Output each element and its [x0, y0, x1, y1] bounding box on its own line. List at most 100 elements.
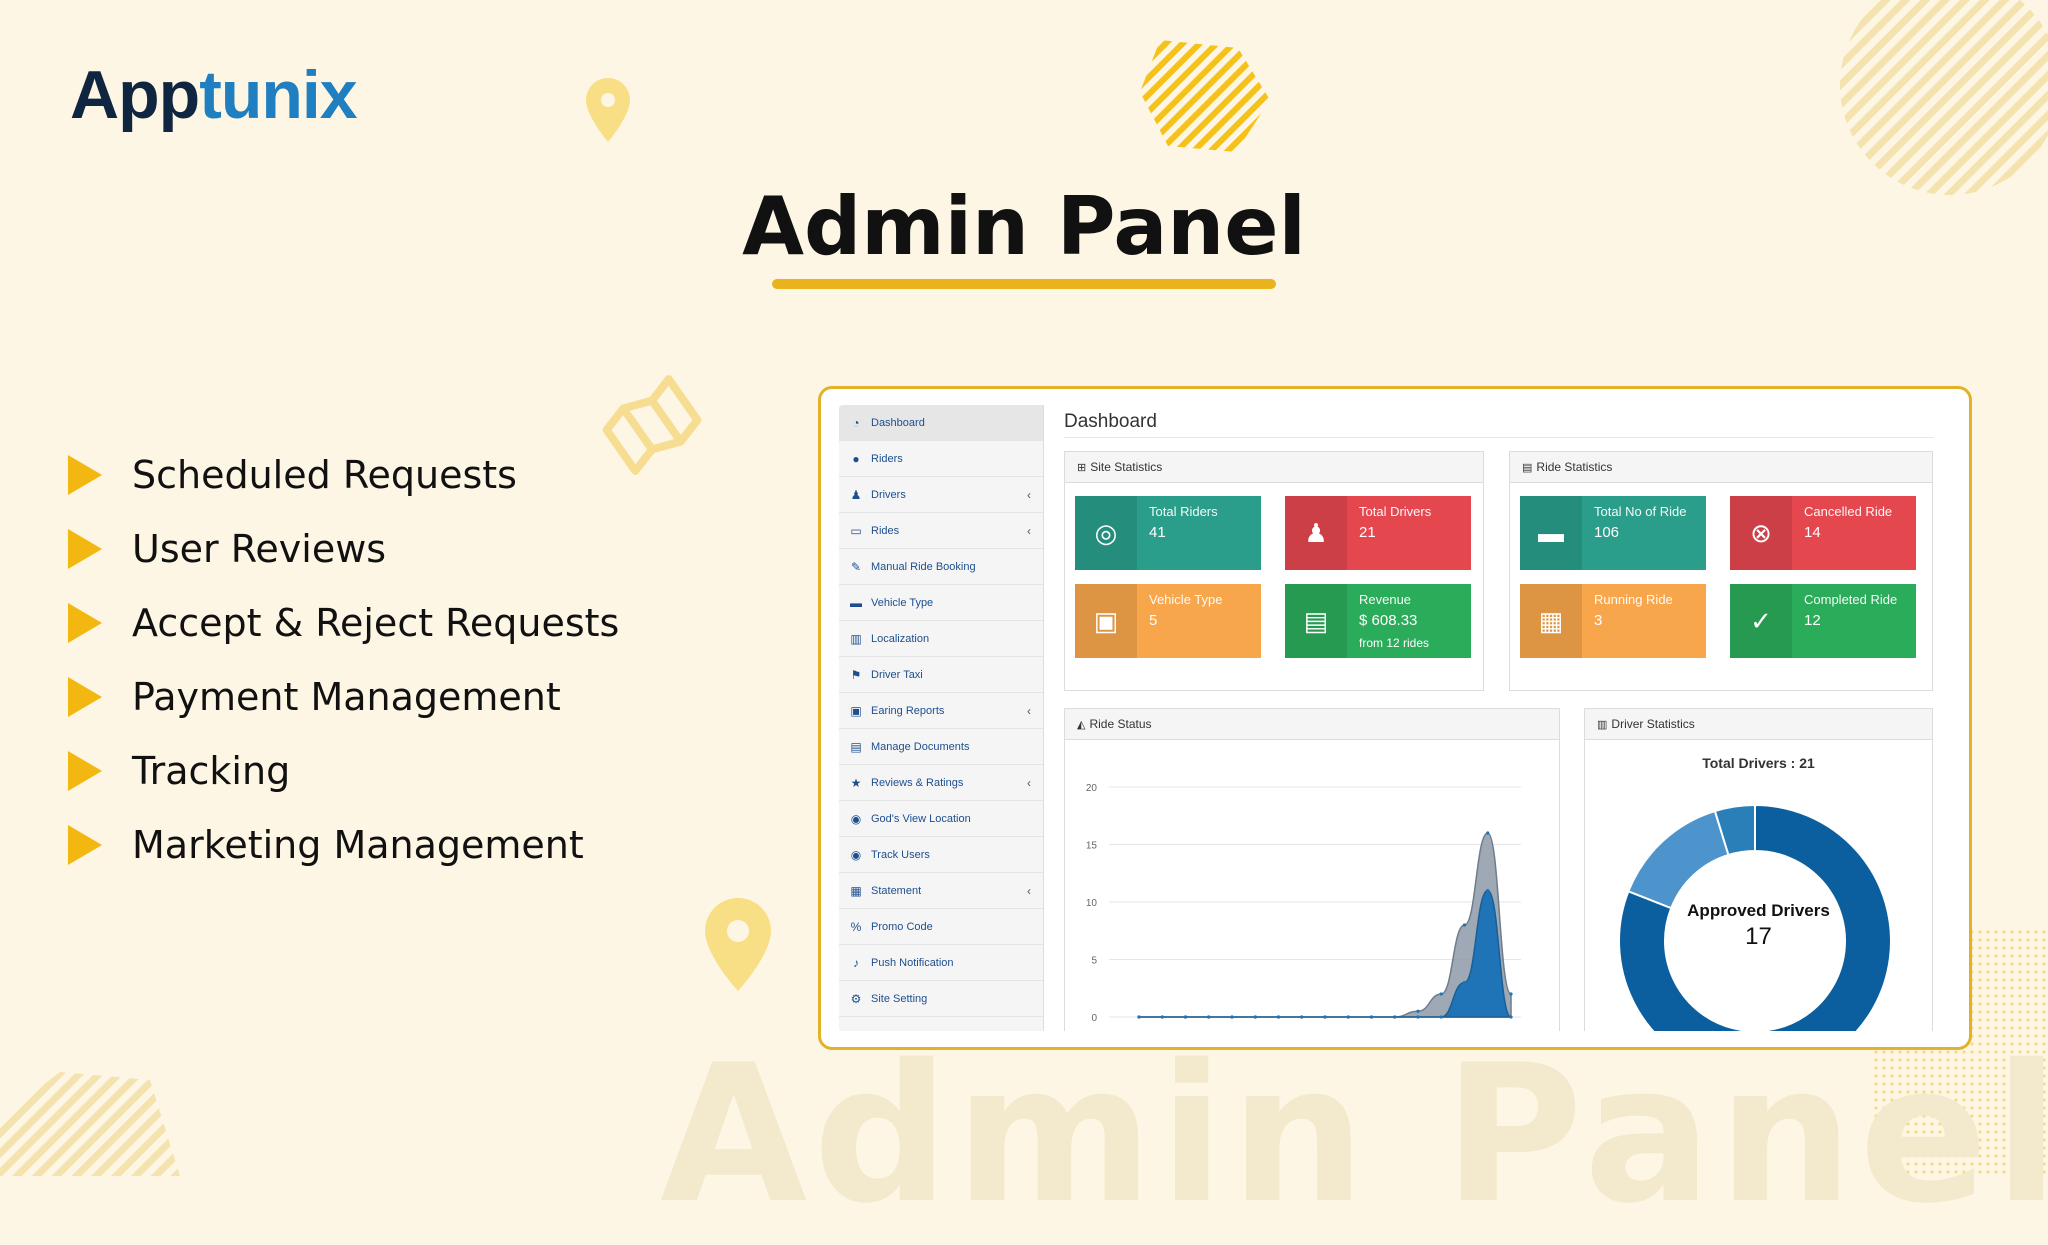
stat-value: 12: [1804, 612, 1821, 629]
sidebar-item[interactable]: ♟Drivers‹: [839, 477, 1043, 513]
feature-item: Tracking: [68, 734, 619, 808]
check-circle-icon: ✓: [1730, 584, 1792, 658]
data-point: [1183, 1015, 1188, 1019]
sidebar-item-label: Promo Code: [871, 920, 933, 933]
taxi-icon: ▣: [1075, 584, 1137, 658]
chevron-left-icon: ‹: [1027, 883, 1031, 898]
divider: [1064, 437, 1934, 438]
data-point: [1323, 1015, 1327, 1019]
sidebar-item[interactable]: %Promo Code: [839, 909, 1043, 945]
sidebar-item-label: Statement: [871, 884, 922, 897]
sidebar-item[interactable]: ◉God's View Location: [839, 801, 1043, 837]
sidebar-item[interactable]: ⚙Site Setting: [839, 981, 1043, 1017]
sidebar-item[interactable]: ▭Rides‹: [839, 513, 1043, 549]
dashboard-icon: ◔: [852, 415, 860, 430]
sidebar-item[interactable]: ▥Localization: [839, 621, 1043, 657]
data-point: [1230, 1015, 1234, 1019]
data-point: [1462, 923, 1467, 927]
sidebar-item[interactable]: ▦Statement‹: [839, 873, 1043, 909]
stat-label: Total No of Ride: [1594, 504, 1687, 519]
y-tick-label: 15: [1086, 841, 1098, 852]
sidebar-item-label: Riders: [871, 452, 903, 465]
dashboard-window: ◔ Dashboard ● Riders ♟Drivers‹▭Rides‹ ✎ Manual…: [839, 405, 1953, 1031]
sidebar-item[interactable]: ★Reviews & Ratings‹: [839, 765, 1043, 801]
panel-header: ▤Ride Statistics: [1510, 452, 1932, 483]
sidebar-item-label: Track Users: [871, 848, 930, 861]
money-icon: ▣: [850, 703, 862, 718]
sidebar-item-label: Manual Ride Booking: [871, 560, 976, 573]
data-point: [1486, 831, 1490, 835]
sidebar-item[interactable]: ✎ Manual Ride Booking: [839, 549, 1043, 585]
sidebar-item[interactable]: ▣Earing Reports‹: [839, 693, 1043, 729]
sidebar-item-label: Earing Reports: [871, 704, 945, 717]
play-arrow-icon: [68, 455, 102, 495]
pencil-icon: ✎: [850, 559, 862, 574]
data-point: [1509, 1015, 1513, 1019]
y-tick-label: 20: [1086, 783, 1098, 794]
taxi-icon: ⚑: [850, 667, 862, 682]
sidebar-item[interactable]: ⚑Driver Taxi: [839, 657, 1043, 693]
sidebar-item[interactable]: ♪Push Notification: [839, 945, 1043, 981]
stat-value: $ 608.33: [1359, 612, 1418, 629]
driver-statistics-panel: ▥Driver Statistics Total Drivers : 21 Ap…: [1584, 708, 1933, 1031]
play-arrow-icon: [68, 603, 102, 643]
bar-chart-icon: ▥: [1597, 718, 1608, 731]
apptunix-logo: Apptunix: [70, 38, 370, 138]
driver-icon: ♟: [1285, 496, 1347, 570]
sidebar-item-label: Reviews & Ratings: [871, 776, 964, 789]
user-circle-icon: ◎: [1075, 496, 1137, 570]
feature-item: Marketing Management: [68, 808, 619, 882]
donut-slice: [1713, 803, 1756, 857]
total-drivers-label: Total Drivers : 21: [1702, 755, 1815, 771]
stat-value: 3: [1594, 612, 1603, 629]
donut-slice: [1627, 809, 1730, 910]
panel-header: ◭Ride Status: [1065, 709, 1559, 740]
data-point: [1416, 1015, 1420, 1019]
sidebar-item[interactable]: ◉Track Users: [839, 837, 1043, 873]
sidebar-item[interactable]: ▤Manage Documents: [839, 729, 1043, 765]
data-point: [1253, 1015, 1257, 1019]
stat-label: Vehicle Type: [1149, 592, 1223, 607]
sidebar-item-label: Push Notification: [871, 956, 954, 969]
stat-label: Completed Ride: [1804, 592, 1898, 607]
driver-icon: ♟: [850, 487, 862, 502]
stat-card[interactable]: ✓ Completed Ride 12: [1730, 584, 1916, 658]
data-point: [1346, 1015, 1350, 1019]
data-point: [1300, 1015, 1304, 1019]
data-point: [1276, 1015, 1281, 1019]
sidebar-item[interactable]: ◔ Dashboard: [839, 405, 1043, 441]
donut-slice: [1618, 803, 1892, 1031]
vehicle-icon: ▬: [850, 595, 862, 610]
data-point: [1160, 1015, 1164, 1019]
dashboard-screenshot-frame: ◔ Dashboard ● Riders ♟Drivers‹▭Rides‹ ✎ Manual…: [818, 386, 1972, 1050]
map-marker-icon: ◉: [850, 811, 862, 826]
user-icon: ●: [852, 451, 860, 466]
car-icon: ▭: [850, 523, 862, 538]
close-circle-icon: ⊗: [1730, 496, 1792, 570]
watermark-text: Admin Panel: [660, 1024, 2048, 1245]
car-icon: ▬: [1520, 496, 1582, 570]
donut-center-value: 17: [1745, 923, 1772, 950]
data-point: [1462, 980, 1467, 985]
data-point: [1439, 1015, 1443, 1019]
dashboard-title: Dashboard: [1064, 411, 1157, 432]
y-tick-label: 0: [1091, 1013, 1097, 1024]
sidebar-item-label: Dashboard: [871, 416, 925, 429]
data-point: [1393, 1015, 1397, 1019]
sidebar-item-label: Localization: [871, 632, 930, 645]
sidebar-item[interactable]: ● Riders: [839, 441, 1043, 477]
feature-item: User Reviews: [68, 512, 619, 586]
play-arrow-icon: [68, 677, 102, 717]
gear-icon: ⚙: [850, 991, 862, 1006]
data-point: [1137, 1015, 1141, 1019]
sidebar-item[interactable]: ▬Vehicle Type: [839, 585, 1043, 621]
